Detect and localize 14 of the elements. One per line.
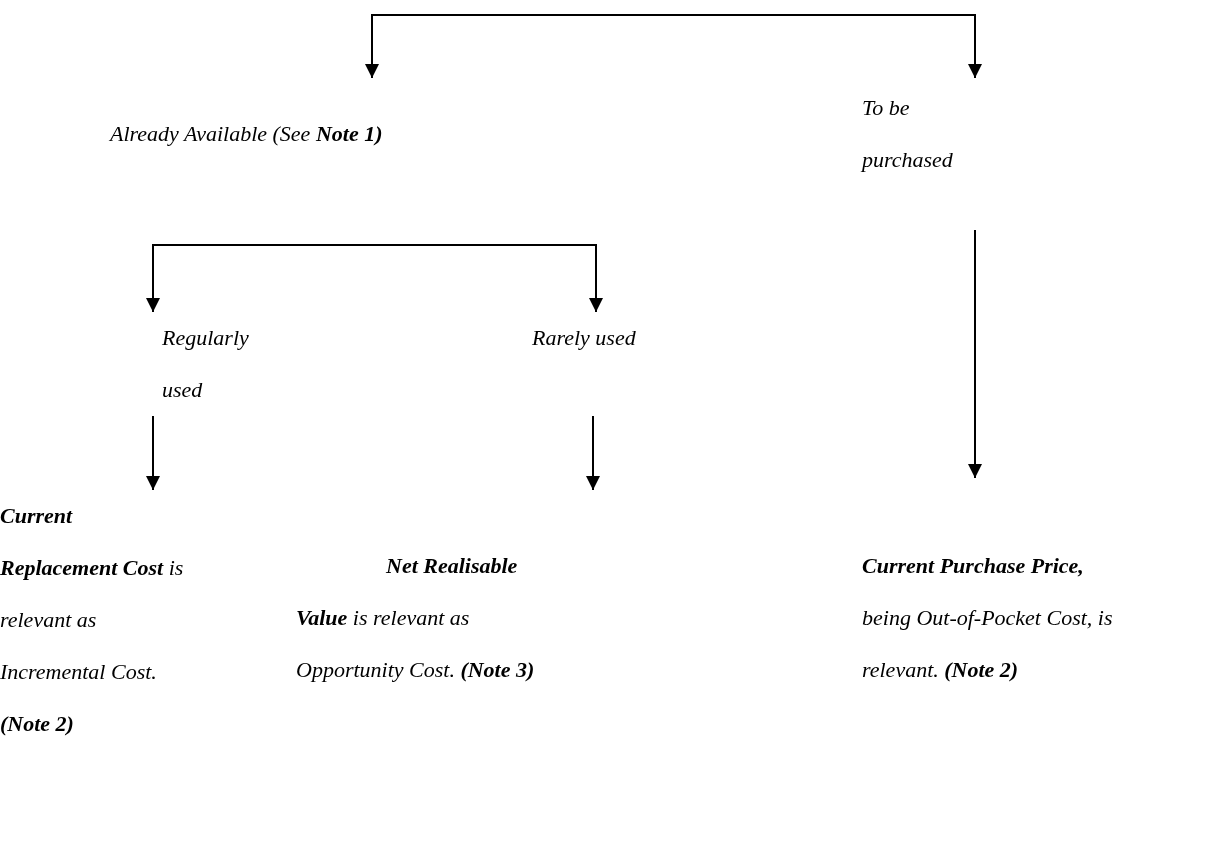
arrow xyxy=(968,229,982,479)
node-label: Current Replacement Cost is relevant as Incremental Cost. (Note 2) xyxy=(0,502,185,738)
arrow xyxy=(586,415,600,491)
node-label: Regularly used xyxy=(162,324,250,404)
node-label: To be purchased xyxy=(862,94,954,174)
node-label: Current Purchase Price, being Out-of-Pocket Cost, is relevant. (Note 2) xyxy=(862,552,1114,684)
node-label: Rarely used xyxy=(532,324,637,352)
arrow xyxy=(365,14,675,79)
arrow xyxy=(146,244,375,313)
node-label: Net Realisable Value is relevant as Opportunity Cost. (Note 3) xyxy=(296,552,536,684)
arrow xyxy=(146,415,160,491)
arrow xyxy=(673,14,982,79)
node-label: Already Available (See Note 1) xyxy=(110,120,384,148)
arrow xyxy=(373,244,603,313)
